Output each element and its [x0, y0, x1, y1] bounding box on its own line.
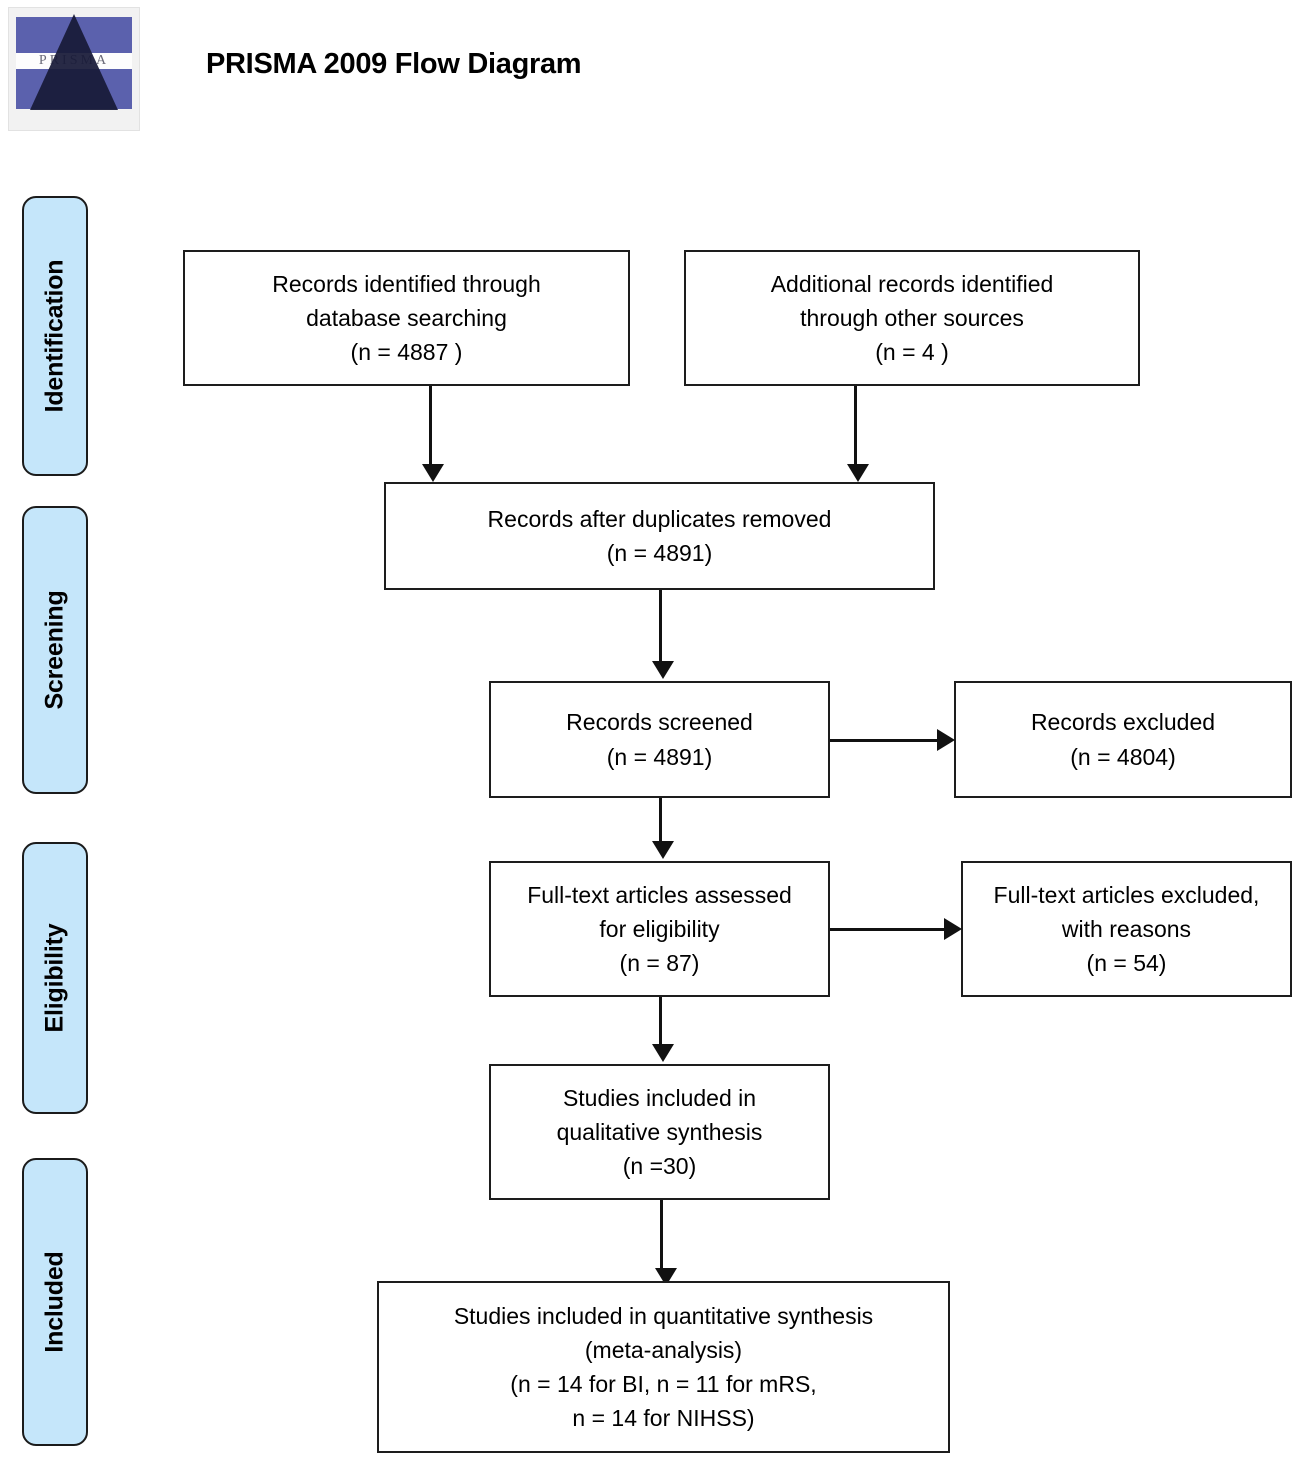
box-fulltext-excluded: Full-text articles excluded, with reason…	[961, 861, 1292, 997]
stage-label-eligibility-text: Eligibility	[40, 923, 69, 1033]
connector-screened-to-excluded	[830, 739, 940, 742]
box-fulltext-assessed-text: Full-text articles assessed for eligibil…	[519, 878, 800, 980]
line-2: (n = 4891)	[606, 743, 713, 770]
line-1: Studies included in	[562, 1084, 757, 1111]
line-2: (n = 4804)	[1070, 743, 1176, 770]
line-3: (n = 87)	[619, 950, 700, 977]
box-records-excluded-text: Records excluded (n = 4804)	[1023, 705, 1223, 773]
box-qualitative-synthesis-text: Studies included in qualitative synthesi…	[549, 1081, 771, 1183]
box-records-identified-database: Records identified through database sear…	[183, 250, 630, 386]
box-quantitative-synthesis-text: Studies included in quantitative synthes…	[446, 1299, 881, 1435]
line-3: (n =30)	[622, 1153, 697, 1180]
connector-qualitative-to-quantitative	[660, 1200, 663, 1272]
box-additional-records-other-sources: Additional records identified through ot…	[684, 250, 1140, 386]
line-1: Additional records identified	[770, 270, 1054, 297]
box-records-after-duplicates-removed: Records after duplicates removed (n = 48…	[384, 482, 935, 590]
arrowhead-db-search-to-duplicates	[422, 464, 444, 482]
box-fulltext-assessed: Full-text articles assessed for eligibil…	[489, 861, 830, 997]
connector-duplicates-to-screened	[659, 590, 662, 665]
connector-fulltext-to-qualitative	[659, 997, 662, 1047]
connector-screened-to-fulltext	[659, 798, 662, 844]
line-2: (meta-analysis)	[584, 1336, 743, 1363]
arrowhead-duplicates-to-screened	[652, 661, 674, 679]
box-additional-records-other-sources-text: Additional records identified through ot…	[763, 267, 1062, 369]
line-2: for eligibility	[599, 915, 720, 942]
stage-label-included: Included	[22, 1158, 88, 1446]
box-fulltext-excluded-text: Full-text articles excluded, with reason…	[986, 878, 1268, 980]
arrowhead-fulltext-to-excluded	[944, 918, 962, 940]
page-title: PRISMA 2009 Flow Diagram	[206, 48, 582, 80]
line-1: Full-text articles assessed	[527, 881, 792, 908]
box-qualitative-synthesis: Studies included in qualitative synthesi…	[489, 1064, 830, 1200]
arrowhead-screened-to-fulltext	[652, 841, 674, 859]
line-3: (n = 14 for BI, n = 11 for mRS,	[510, 1371, 817, 1397]
line-2: with reasons	[1061, 915, 1192, 942]
arrowhead-fulltext-to-qualitative	[652, 1044, 674, 1062]
box-records-after-duplicates-removed-text: Records after duplicates removed (n = 48…	[480, 502, 840, 570]
stage-label-identification-text: Identification	[40, 259, 69, 413]
line-1: Full-text articles excluded,	[993, 881, 1260, 908]
stage-label-eligibility: Eligibility	[22, 842, 88, 1114]
line-1: Records after duplicates removed	[487, 505, 832, 532]
connector-fulltext-to-excluded	[830, 928, 947, 931]
box-records-excluded: Records excluded (n = 4804)	[954, 681, 1292, 798]
line-2: (n = 4891)	[606, 540, 713, 566]
line-3: (n = 4887 )	[350, 339, 463, 366]
line-1: Studies included in quantitative synthes…	[453, 1302, 874, 1329]
line-2: through other sources	[800, 304, 1024, 331]
line-1: Records excluded	[1030, 709, 1216, 736]
stage-label-screening: Screening	[22, 506, 88, 794]
line-4: n = 14 for NIHSS)	[572, 1405, 755, 1432]
box-records-screened: Records screened (n = 4891)	[489, 681, 830, 798]
stage-label-identification: Identification	[22, 196, 88, 476]
stage-label-screening-text: Screening	[40, 590, 69, 710]
box-records-screened-text: Records screened (n = 4891)	[558, 705, 761, 773]
arrowhead-other-sources-to-duplicates	[847, 464, 869, 482]
box-records-identified-database-text: Records identified through database sear…	[264, 267, 549, 369]
line-2: database searching	[306, 304, 507, 331]
connector-db-search-to-duplicates	[429, 386, 432, 468]
line-1: Records identified through	[272, 270, 541, 297]
line-3: (n = 4 )	[875, 339, 949, 366]
prisma-logo: PRISMA	[8, 7, 140, 131]
connector-other-sources-to-duplicates	[854, 386, 857, 468]
stage-label-included-text: Included	[40, 1251, 69, 1353]
arrowhead-screened-to-excluded	[937, 729, 955, 751]
pyramid-icon	[30, 14, 118, 110]
line-3: (n = 54)	[1086, 950, 1167, 977]
line-1: Records screened	[566, 709, 753, 736]
line-2: qualitative synthesis	[556, 1118, 763, 1145]
box-quantitative-synthesis: Studies included in quantitative synthes…	[377, 1281, 950, 1453]
